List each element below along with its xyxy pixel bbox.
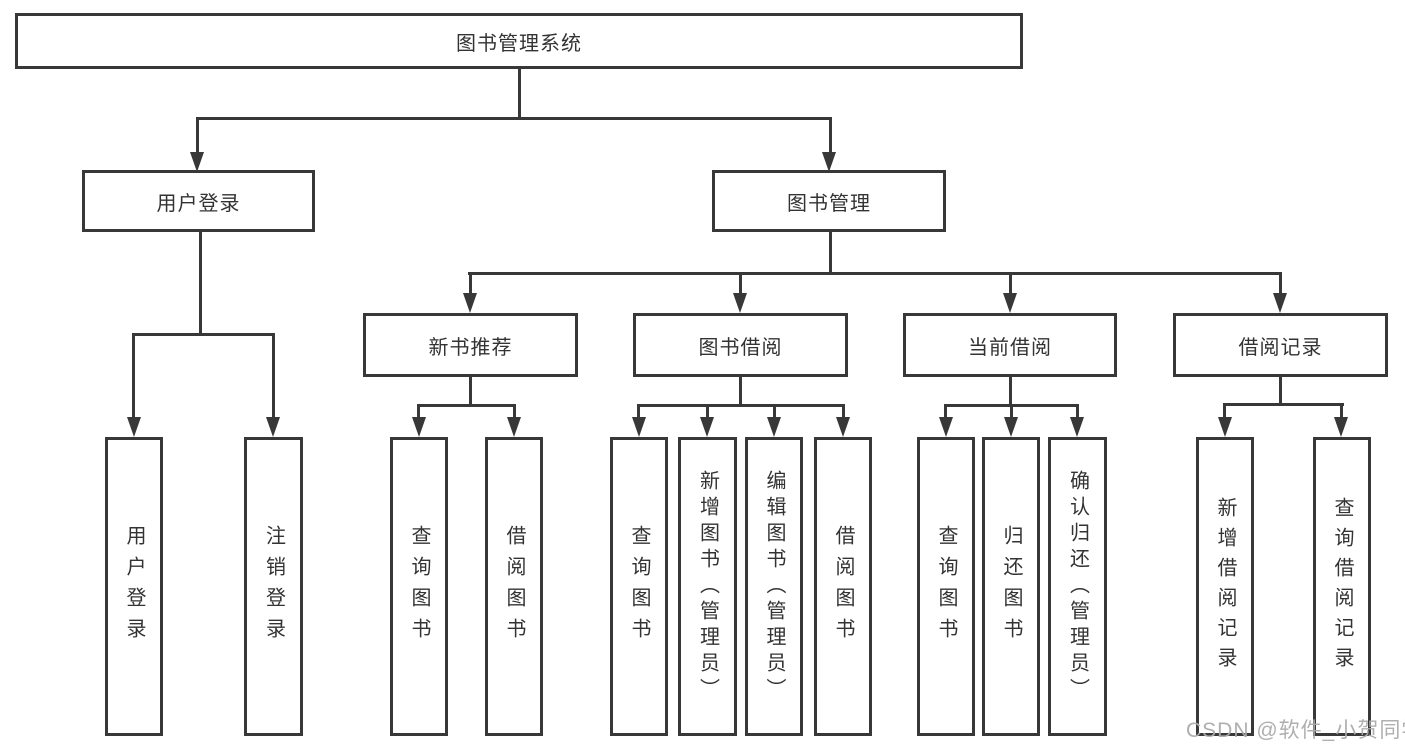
connector-book-management-bar (468, 272, 1282, 275)
leaf-borrowing-query-books: 查询图书 (610, 437, 668, 736)
leaf-borrowing-borrow-books: 借阅图书 (814, 437, 872, 736)
arrow-down-icon (412, 417, 426, 437)
node-user-login: 用户登录 (82, 170, 315, 232)
leaf-logout: 注销登录 (244, 437, 303, 736)
connector-drop-new-book-recommend (469, 272, 472, 298)
node-new-book-recommend: 新书推荐 (363, 313, 578, 377)
node-book-management: 图书管理 (712, 170, 946, 232)
connector-book-management-stem (829, 230, 832, 274)
connector-drop (1340, 403, 1343, 421)
leaf-confirm-return-admin-label: 确认归还（管理员） (1066, 469, 1089, 704)
leaf-recommend-borrow-books-label: 借阅图书 (503, 524, 525, 649)
leaf-edit-books-admin-label: 编辑图书（管理员） (763, 469, 785, 704)
connector-new-book-recommend-stem (469, 375, 472, 406)
arrow-down-icon (700, 417, 714, 437)
watermark: CSDN @软件_小贺同学 (1186, 719, 1405, 742)
arrow-down-icon (1003, 293, 1017, 313)
leaf-edit-books-admin: 编辑图书（管理员） (745, 437, 803, 736)
connector-drop (842, 404, 845, 421)
connector-drop-book-borrowing (739, 272, 742, 298)
leaf-return-books: 归还图书 (982, 437, 1040, 736)
connector-drop-borrowing-records (1279, 272, 1282, 298)
connector-borrowing-records-stem (1279, 375, 1282, 406)
connector-drop-user-login (196, 117, 199, 155)
arrow-down-icon (733, 293, 747, 313)
node-root-label: 图书管理系统 (456, 32, 582, 55)
leaf-current-query-books-label: 查询图书 (935, 524, 957, 649)
connector-drop (637, 404, 640, 421)
node-borrowing-records: 借阅记录 (1173, 313, 1388, 377)
arrow-down-icon (836, 417, 850, 437)
connector-drop-book-management (829, 117, 832, 155)
arrow-down-icon (190, 152, 204, 172)
connector-root-stem (518, 66, 521, 119)
connector-drop (773, 404, 776, 421)
leaf-return-books-label: 归还图书 (1000, 524, 1022, 649)
leaf-confirm-return-admin: 确认归还（管理员） (1048, 437, 1107, 736)
arrow-down-icon (1218, 417, 1232, 437)
arrow-down-icon (1273, 293, 1287, 313)
connector-borrowing-records-bar (1223, 403, 1344, 406)
connector-user-login-bar (132, 333, 275, 336)
node-current-borrowing: 当前借阅 (903, 313, 1117, 377)
leaf-recommend-query-books-label: 查询图书 (408, 524, 430, 649)
connector-drop (1076, 404, 1079, 421)
connector-drop-current-borrowing (1009, 272, 1012, 298)
connector-user-login-stem (199, 230, 202, 335)
node-book-management-label: 图书管理 (787, 192, 871, 215)
leaf-add-books-admin: 新增图书（管理员） (678, 437, 737, 736)
arrow-down-icon (266, 417, 280, 437)
connector-drop-logout (272, 333, 275, 421)
connector-drop (513, 404, 516, 421)
arrow-down-icon (463, 293, 477, 313)
leaf-add-borrow-record-label: 新增借阅记录 (1214, 496, 1236, 677)
connector-drop (706, 404, 709, 421)
connector-drop (1223, 403, 1226, 421)
arrow-down-icon (767, 417, 781, 437)
arrow-down-icon (1334, 417, 1348, 437)
arrow-down-icon (822, 152, 836, 172)
leaf-borrowing-query-books-label: 查询图书 (628, 524, 650, 649)
leaf-user-login-label: 用户登录 (123, 524, 145, 649)
connector-drop (944, 404, 947, 421)
node-borrowing-records-label: 借阅记录 (1238, 336, 1323, 359)
leaf-logout-label: 注销登录 (262, 524, 285, 649)
node-user-login-label: 用户登录 (156, 192, 241, 215)
connector-drop (1010, 404, 1013, 421)
leaf-current-query-books: 查询图书 (917, 437, 975, 736)
node-current-borrowing-label: 当前借阅 (968, 336, 1052, 359)
connector-book-borrowing-stem (739, 375, 742, 406)
leaf-query-borrow-record: 查询借阅记录 (1313, 437, 1371, 736)
leaf-user-login: 用户登录 (105, 437, 163, 736)
leaf-add-borrow-record: 新增借阅记录 (1196, 437, 1254, 736)
leaf-query-borrow-record-label: 查询借阅记录 (1331, 496, 1353, 677)
connector-drop (417, 404, 420, 421)
leaf-borrowing-borrow-books-label: 借阅图书 (832, 524, 854, 649)
connector-new-book-recommend-bar (417, 404, 516, 407)
leaf-add-books-admin-label: 新增图书（管理员） (696, 469, 719, 704)
arrow-down-icon (1070, 417, 1084, 437)
arrow-down-icon (507, 417, 521, 437)
leaf-recommend-borrow-books: 借阅图书 (485, 437, 543, 736)
node-book-borrowing: 图书借阅 (633, 313, 848, 377)
arrow-down-icon (939, 417, 953, 437)
arrow-down-icon (1004, 417, 1018, 437)
leaf-recommend-query-books: 查询图书 (390, 437, 448, 736)
connector-drop-login (132, 333, 135, 421)
connector-root-bar (196, 117, 832, 120)
node-root: 图书管理系统 (15, 13, 1023, 69)
node-new-book-recommend-label: 新书推荐 (428, 336, 513, 359)
connector-book-borrowing-bar (637, 404, 845, 407)
arrow-down-icon (127, 417, 141, 437)
node-book-borrowing-label: 图书借阅 (698, 336, 783, 359)
connector-current-borrowing-stem (1009, 375, 1012, 406)
arrow-down-icon (632, 417, 646, 437)
